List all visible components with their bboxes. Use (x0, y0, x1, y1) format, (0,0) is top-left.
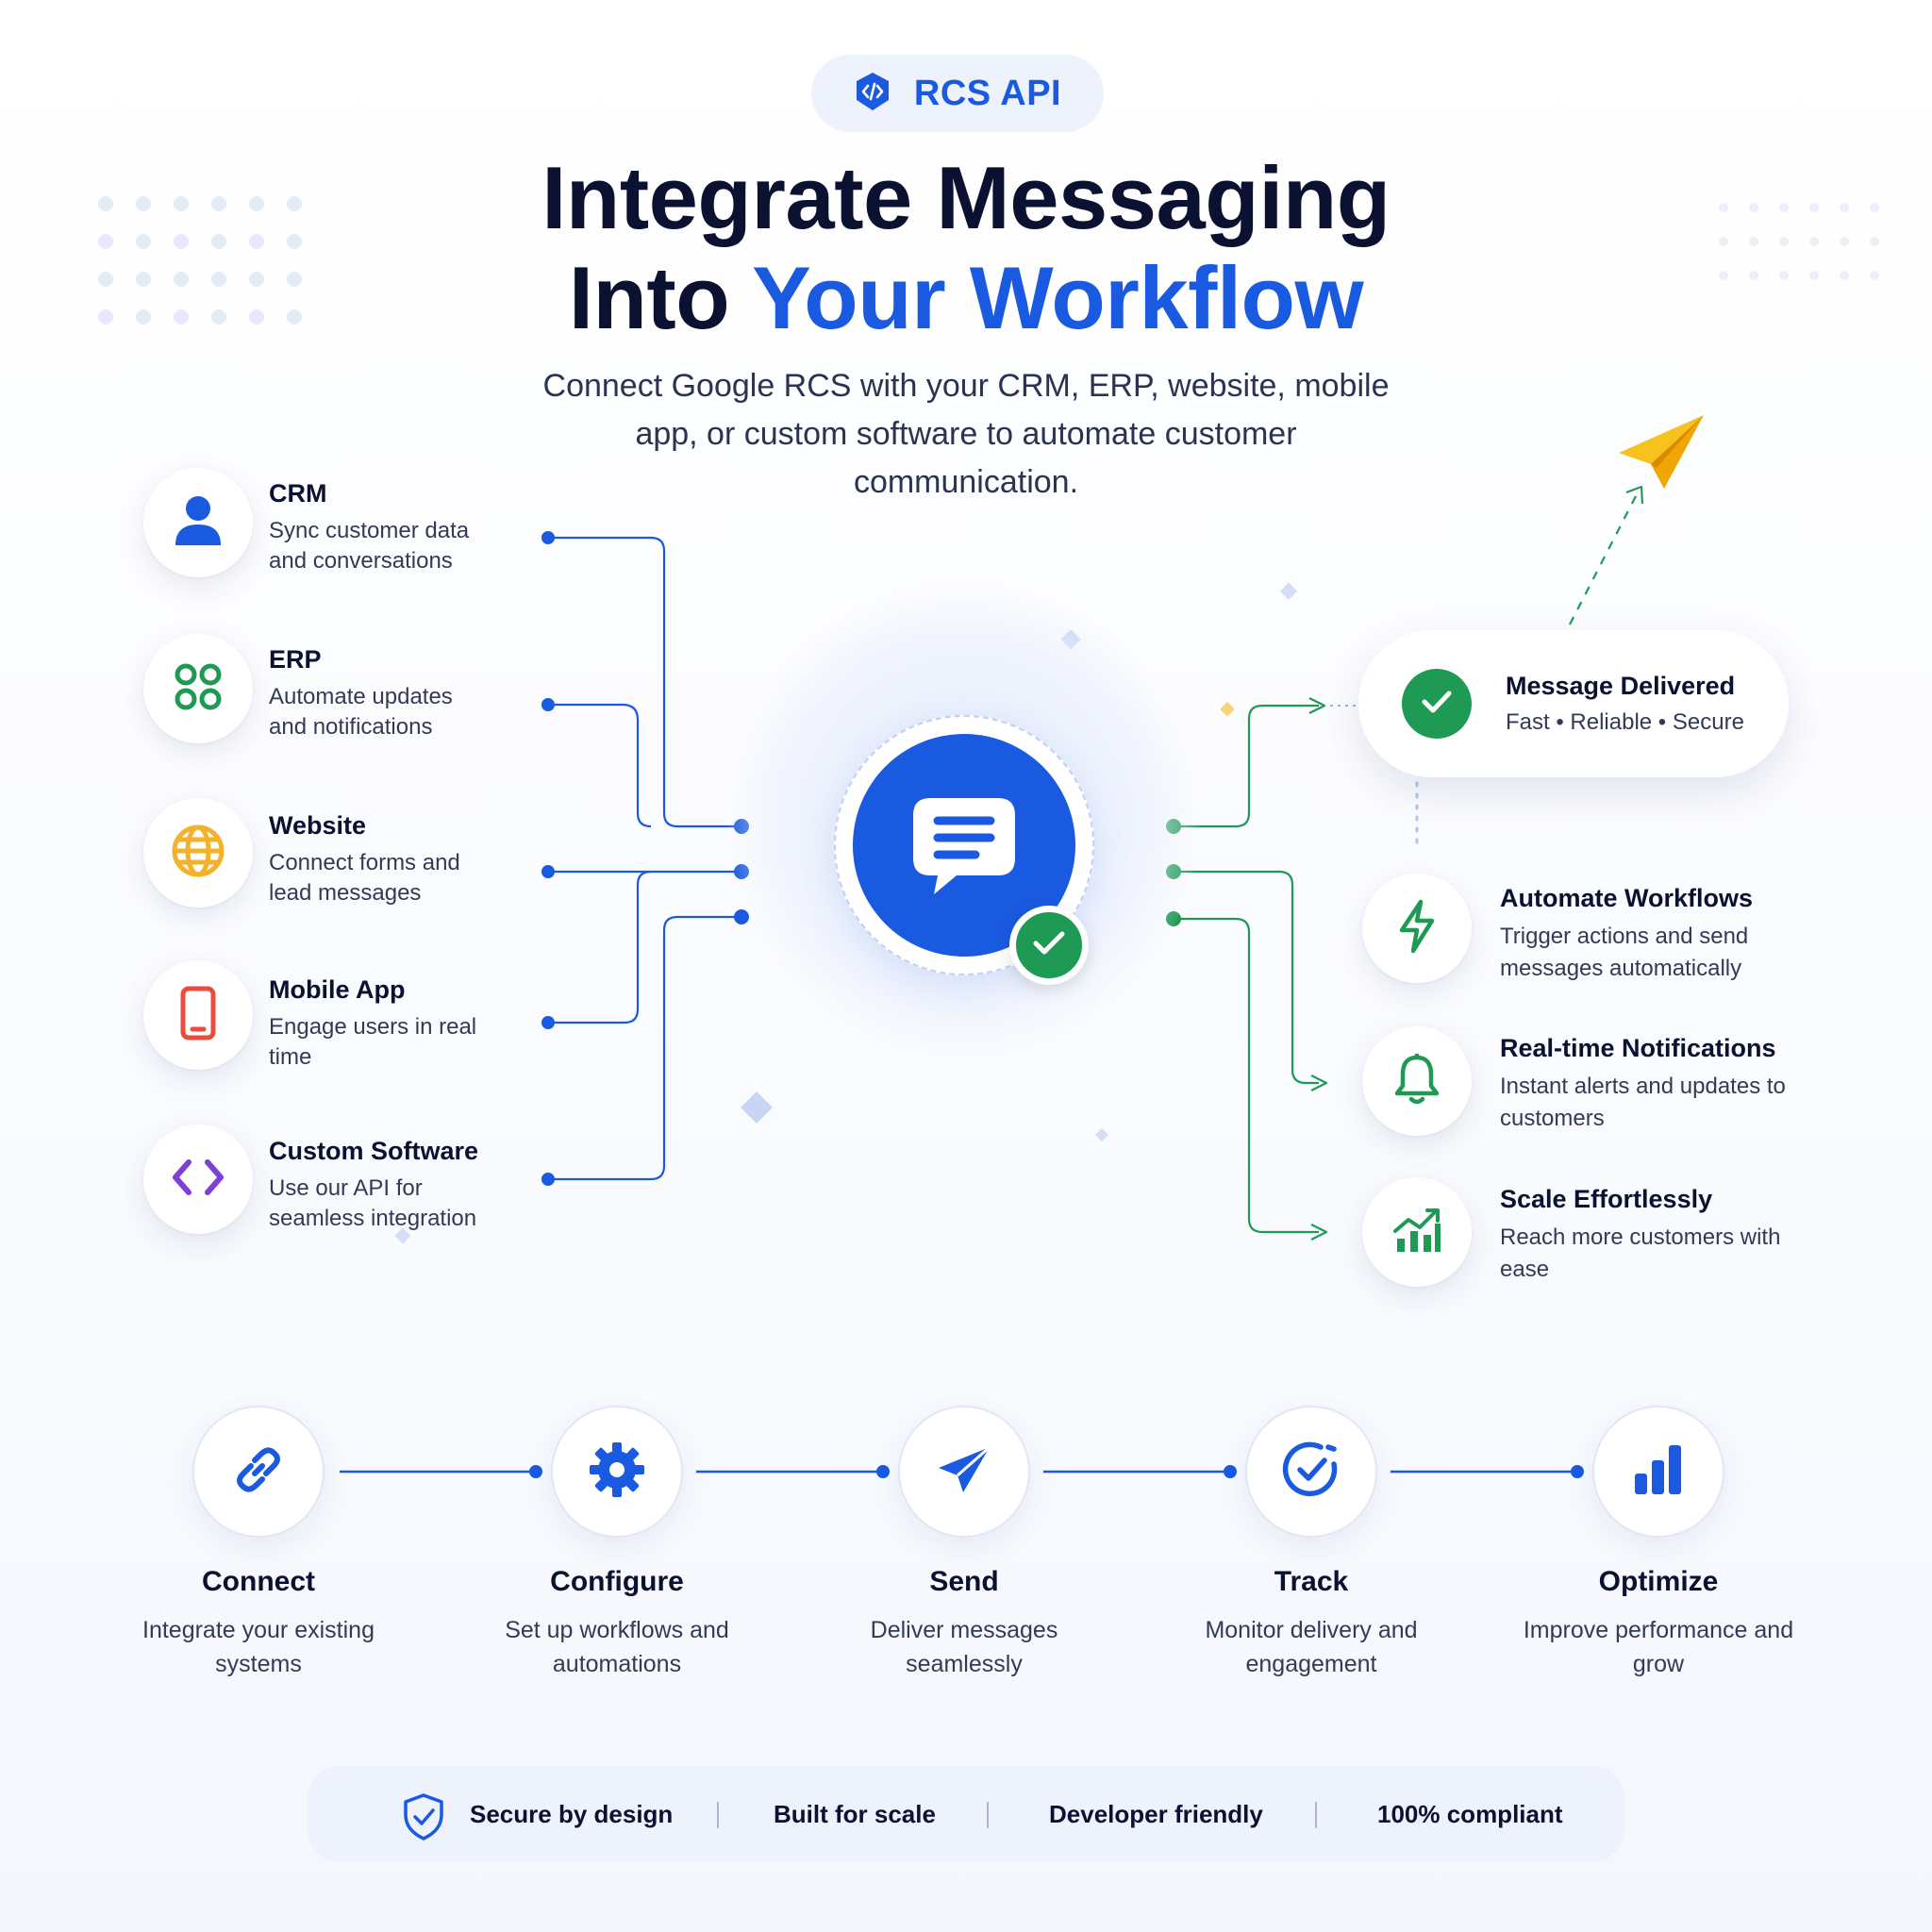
automate-desc: Trigger actions and send messages automa… (1500, 924, 1749, 981)
code-icon (170, 1157, 226, 1203)
erp-title: ERP (269, 645, 322, 674)
shield-check-icon (402, 1792, 445, 1846)
footer-built-for-scale: Built for scale (774, 1800, 936, 1828)
title-accent: Your Workflow (752, 248, 1364, 347)
scale-desc: Reach more customers with ease (1500, 1224, 1781, 1282)
step-connect-desc: Integrate your existing systems (142, 1617, 375, 1677)
footer-developer-friendly: Developer friendly (1049, 1800, 1263, 1828)
apps-grid-icon (174, 662, 223, 716)
lightning-icon (1396, 898, 1438, 959)
footer-secure-by-design: Secure by design (470, 1800, 674, 1828)
check-icon (1030, 928, 1068, 963)
paper-plane-icon (1615, 411, 1707, 495)
mobile-app-icon-circle (143, 960, 253, 1070)
page-subtitle: Connect Google RCS with your CRM, ERP, w… (542, 368, 1390, 500)
rcs-api-badge: RCS API (811, 55, 1104, 132)
bar-chart-icon (1633, 1443, 1684, 1501)
step-track-desc: Monitor delivery and engagement (1205, 1617, 1418, 1677)
delivered-check-circle (1402, 669, 1472, 739)
hub-success-badge (1009, 906, 1089, 985)
step-connect-title: Connect (202, 1566, 315, 1597)
step-configure-desc: Set up workflows and automations (505, 1617, 729, 1677)
feature-footer-bar (308, 1766, 1624, 1862)
globe-icon (171, 824, 225, 883)
page-title-line2: Into Your Workflow (0, 249, 1932, 347)
step-send-circle (898, 1406, 1030, 1538)
automate-icon-circle (1362, 874, 1472, 983)
badge-label: RCS API (913, 73, 1062, 113)
mobile-app-desc: Engage users in real time (269, 1014, 477, 1070)
automate-title: Automate Workflows (1500, 884, 1754, 912)
notifications-desc: Instant alerts and updates to customers (1500, 1074, 1786, 1131)
delivered-subtitle: Fast • Reliable • Secure (1506, 709, 1744, 735)
mobile-app-title: Mobile App (269, 975, 406, 1004)
user-icon (174, 494, 223, 552)
scale-icon-circle (1362, 1177, 1472, 1287)
gear-icon (588, 1441, 646, 1504)
code-shield-icon (854, 71, 891, 117)
step-optimize-desc: Improve performance and grow (1523, 1617, 1794, 1677)
footer-compliant: 100% compliant (1377, 1800, 1563, 1828)
decorative-dot-grid-left (98, 196, 302, 325)
link-icon (230, 1441, 287, 1503)
erp-desc: Automate updates and notifications (269, 684, 453, 740)
website-title: Website (269, 811, 367, 840)
title-plain: Into (568, 248, 753, 347)
bell-icon (1391, 1052, 1442, 1111)
check-circle-icon (1281, 1440, 1341, 1505)
step-track-circle (1245, 1406, 1377, 1538)
footer-divider (987, 1802, 989, 1828)
step-configure-circle (551, 1406, 683, 1538)
crm-icon-circle (143, 468, 253, 577)
crm-title: CRM (269, 479, 327, 508)
custom-software-icon-circle (143, 1124, 253, 1234)
decorative-dot-grid-right (1719, 203, 1879, 280)
notifications-icon-circle (1362, 1026, 1472, 1136)
step-send-desc: Deliver messages seamlessly (870, 1617, 1058, 1677)
step-connect-circle (192, 1406, 325, 1538)
send-icon (935, 1443, 993, 1501)
step-send-title: Send (929, 1566, 999, 1597)
step-optimize-circle (1592, 1406, 1724, 1538)
crm-desc: Sync customer data and conversations (269, 518, 470, 574)
check-icon (1420, 689, 1454, 720)
website-desc: Connect forms and lead messages (269, 850, 460, 906)
step-configure-title: Configure (550, 1566, 684, 1597)
smartphone-icon (179, 985, 217, 1046)
footer-divider (1315, 1802, 1317, 1828)
delivered-title: Message Delivered (1506, 672, 1736, 700)
step-track-title: Track (1274, 1566, 1349, 1597)
custom-software-title: Custom Software (269, 1137, 479, 1165)
growth-chart-icon (1391, 1207, 1442, 1258)
page-title-line1: Integrate Messaging (541, 148, 1391, 247)
notifications-title: Real-time Notifications (1500, 1034, 1776, 1062)
custom-software-desc: Use our API for seamless integration (269, 1175, 477, 1231)
website-icon-circle (143, 798, 253, 908)
chat-bubble-icon (906, 785, 1023, 907)
erp-icon-circle (143, 634, 253, 743)
step-optimize-title: Optimize (1598, 1566, 1719, 1597)
footer-divider (717, 1802, 719, 1828)
scale-title: Scale Effortlessly (1500, 1185, 1713, 1213)
